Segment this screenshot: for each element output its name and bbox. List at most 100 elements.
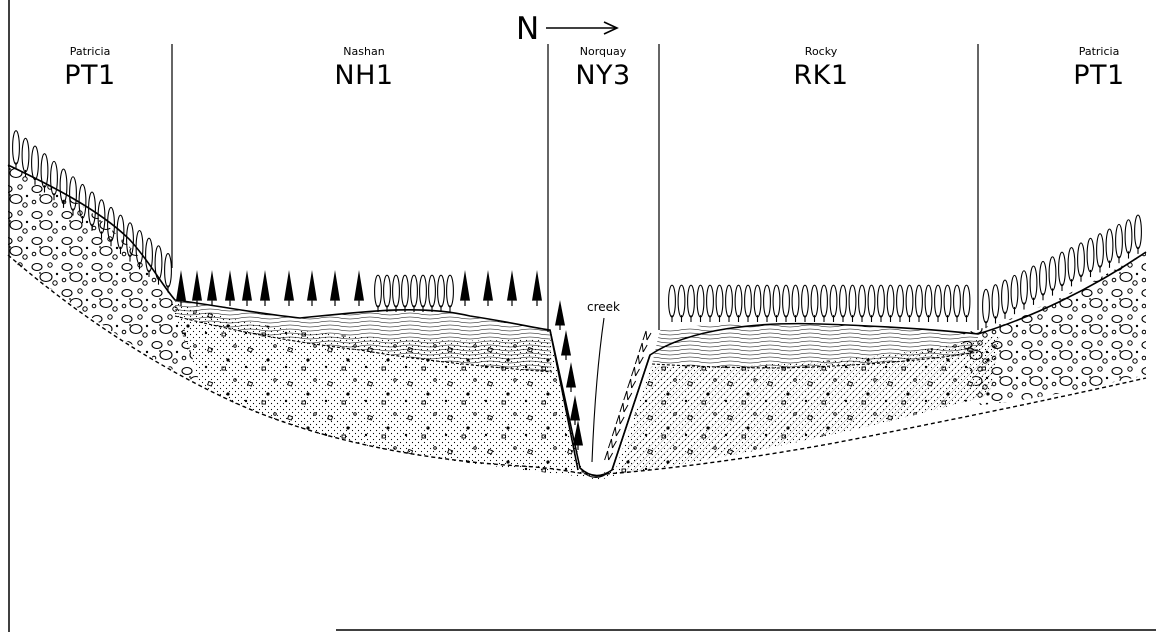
deciduous-tree-icon <box>1059 252 1066 291</box>
conifer-tree-icon <box>242 270 252 306</box>
deciduous-tree-icon <box>411 275 418 312</box>
unit-name-nashan: Nashan <box>343 45 384 58</box>
deciduous-tree-icon <box>764 285 771 322</box>
deciduous-tree-icon <box>716 285 723 322</box>
grass-tuft-icon <box>612 427 620 436</box>
deciduous-tree-icon <box>688 285 695 322</box>
deciduous-tree-icon <box>906 285 913 322</box>
deciduous-tree-icon <box>1002 280 1009 319</box>
deciduous-tree-icon <box>1097 234 1104 273</box>
deciduous-tree-icon <box>916 285 923 322</box>
north-arrow-label: N <box>516 11 539 47</box>
conifer-tree-icon <box>507 270 517 306</box>
grass-tuft-icon <box>639 343 647 352</box>
deciduous-tree-icon <box>1049 257 1056 296</box>
deciduous-tree-icon <box>1106 229 1113 268</box>
conifer-tree-icon <box>176 270 186 306</box>
conifer-tree-icon <box>225 270 235 306</box>
conifer-tree-icon <box>555 300 565 330</box>
grass-tuft-icon <box>631 367 639 376</box>
conifer-tree-icon <box>284 270 294 306</box>
deciduous-tree-icon <box>983 289 990 328</box>
conifer-tree-icon <box>260 270 270 306</box>
deciduous-tree-icon <box>735 285 742 322</box>
deciduous-tree-icon <box>792 285 799 322</box>
unit-name-patricia-left: Patricia <box>70 45 111 58</box>
deciduous-tree-icon <box>802 285 809 322</box>
tree-row-nashan-deciduous <box>375 275 454 312</box>
unit-code-rk1: RK1 <box>793 60 848 91</box>
north-arrow-icon <box>546 22 617 34</box>
deciduous-tree-icon <box>438 275 445 312</box>
patricia-gravel-right <box>960 252 1146 405</box>
deciduous-tree-icon <box>878 285 885 322</box>
deciduous-tree-icon <box>393 275 400 312</box>
deciduous-tree-icon <box>897 285 904 322</box>
unit-name-patricia-right: Patricia <box>1079 45 1120 58</box>
tree-row-nashan-conifers <box>176 270 542 306</box>
deciduous-tree-icon <box>849 285 856 322</box>
deciduous-tree-icon <box>840 285 847 322</box>
conifer-tree-icon <box>532 270 542 306</box>
deciduous-tree-icon <box>22 138 29 177</box>
deciduous-tree-icon <box>859 285 866 322</box>
unit-name-rocky: Rocky <box>805 45 837 58</box>
deciduous-tree-icon <box>830 285 837 322</box>
deciduous-tree-icon <box>887 285 894 322</box>
grass-tuft-icon <box>635 355 643 364</box>
deciduous-tree-icon <box>1068 248 1075 287</box>
creek-pointer-line <box>592 318 604 462</box>
conifer-tree-icon <box>570 395 580 425</box>
deciduous-tree-icon <box>954 285 961 322</box>
unit-code-pt1-left: PT1 <box>64 60 115 91</box>
deciduous-tree-icon <box>944 285 951 322</box>
deciduous-tree-icon <box>1116 224 1123 263</box>
deciduous-tree-icon <box>925 285 932 322</box>
deciduous-tree-icon <box>402 275 409 312</box>
grass-tuft-icon <box>616 415 624 424</box>
deciduous-tree-icon <box>669 285 676 322</box>
deciduous-tree-icon <box>1030 266 1037 305</box>
deciduous-tree-icon <box>13 131 20 170</box>
deciduous-tree-icon <box>992 285 999 324</box>
unit-code-pt1-right: PT1 <box>1073 60 1124 91</box>
grass-tuft-icon <box>643 331 651 340</box>
deciduous-tree-icon <box>1040 261 1047 300</box>
deciduous-tree-icon <box>726 285 733 322</box>
grass-tuft-icon <box>608 439 616 448</box>
grass-tuft-icon <box>620 403 628 412</box>
deciduous-tree-icon <box>811 285 818 322</box>
deciduous-tree-icon <box>935 285 942 322</box>
deciduous-tree-icon <box>420 275 427 312</box>
deciduous-tree-icon <box>429 275 436 312</box>
unit-code-ny3: NY3 <box>575 60 630 91</box>
deciduous-tree-icon <box>783 285 790 322</box>
deciduous-tree-icon <box>697 285 704 322</box>
conifer-tree-icon <box>307 270 317 306</box>
deciduous-tree-icon <box>1125 220 1132 259</box>
grass-tuft-icon <box>605 451 613 460</box>
unit-name-norquay: Norquay <box>580 45 627 58</box>
deciduous-tree-icon <box>1078 243 1085 282</box>
deciduous-tree-icon <box>745 285 752 322</box>
conifer-tree-icon <box>460 270 470 306</box>
deciduous-tree-icon <box>773 285 780 322</box>
deciduous-tree-icon <box>868 285 875 322</box>
grass-tuft-icon <box>624 391 632 400</box>
deciduous-tree-icon <box>447 275 454 312</box>
deciduous-tree-icon <box>1011 275 1018 314</box>
deciduous-tree-icon <box>1021 271 1028 310</box>
deciduous-tree-icon <box>754 285 761 322</box>
conifer-tree-icon <box>207 270 217 306</box>
conifer-tree-icon <box>330 270 340 306</box>
conifer-tree-icon <box>354 270 364 306</box>
conifer-tree-icon <box>566 362 576 392</box>
deciduous-tree-icon <box>678 285 685 322</box>
conifer-tree-icon <box>561 330 571 360</box>
creek-label: creek <box>587 300 620 314</box>
deciduous-tree-icon <box>1087 238 1094 277</box>
conifer-tree-icon <box>192 270 202 306</box>
deciduous-tree-icon <box>707 285 714 322</box>
deciduous-tree-icon <box>1135 215 1142 254</box>
